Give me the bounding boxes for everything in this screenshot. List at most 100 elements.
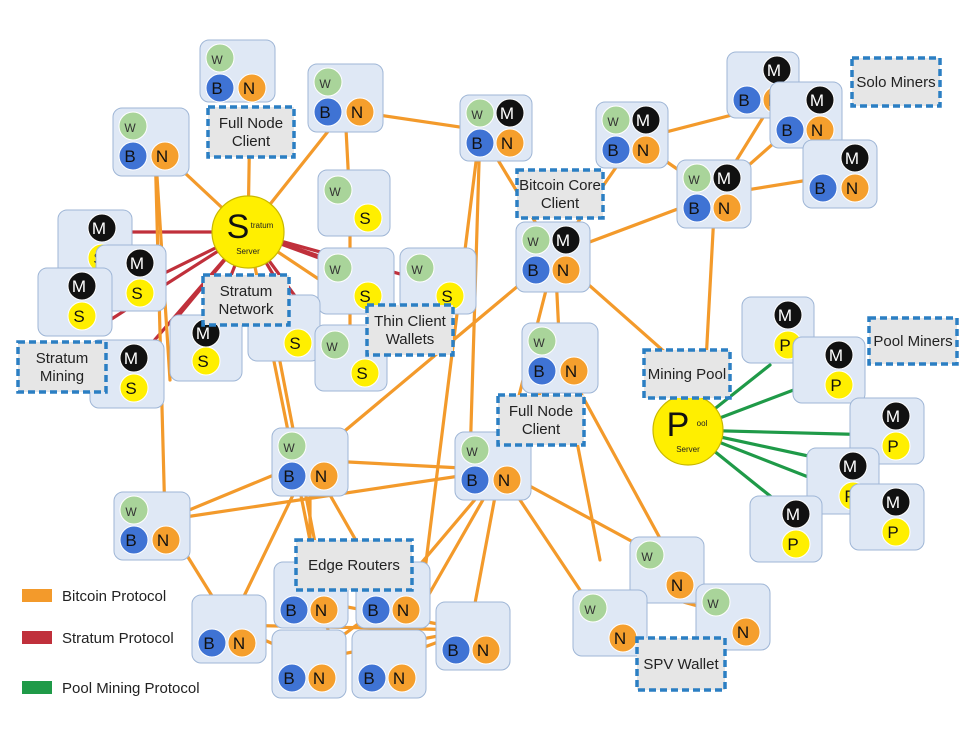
label-text: Mining — [40, 368, 84, 385]
badge-letter: B — [203, 634, 214, 653]
hub-sub: ool — [697, 419, 708, 428]
badge-letter: B — [527, 261, 538, 280]
badge-letter: B — [533, 362, 544, 381]
spv-wallet-label: SPV Wallet — [635, 636, 727, 692]
wallet-icon: W — [701, 587, 731, 617]
network-routing-icon: N — [559, 356, 589, 386]
badge-letter: N — [233, 634, 245, 653]
miner-icon: M — [881, 401, 911, 431]
badge-letter: B — [283, 669, 294, 688]
connection-line — [418, 128, 482, 612]
network-routing-icon: N — [665, 570, 695, 600]
badge-letter: W — [533, 336, 545, 350]
badge-letter: N — [243, 79, 255, 98]
legend-item: Stratum Protocol — [22, 630, 174, 647]
blockchain-icon: B — [357, 663, 387, 693]
miner-icon: M — [67, 271, 97, 301]
badge-letter: S — [125, 379, 136, 398]
network-node: MP — [849, 483, 925, 551]
mining-pool-label: Mining Pool — [642, 348, 732, 400]
badge-letter: M — [767, 61, 781, 80]
miner-icon: M — [838, 451, 868, 481]
stratum-icon: S — [191, 346, 221, 376]
miner-icon: M — [125, 248, 155, 278]
badge-letter: B — [367, 601, 378, 620]
legend-item: Pool Mining Protocol — [22, 680, 200, 697]
pool-icon: P — [881, 517, 911, 547]
network-node: MS — [89, 339, 165, 409]
network-routing-icon: N — [631, 135, 661, 165]
label-text: Edge Routers — [308, 557, 400, 574]
badge-letter: W — [607, 115, 619, 129]
badge-letter: B — [738, 91, 749, 110]
hub-sub: tratum — [251, 221, 274, 230]
badge-letter: S — [197, 352, 208, 371]
badge-letter: M — [843, 457, 857, 476]
badge-letter: W — [688, 173, 700, 187]
blockchain-icon: B — [527, 356, 557, 386]
badge-letter: B — [607, 141, 618, 160]
badge-letter: B — [447, 641, 458, 660]
badge-letter: W — [471, 108, 483, 122]
badge-letter: N — [811, 121, 823, 140]
blockchain-icon: B — [682, 193, 712, 223]
badge-letter: M — [72, 277, 86, 296]
miner-icon: M — [840, 143, 870, 173]
label-text: Solo Miners — [856, 74, 935, 91]
blockchain-icon: B — [313, 97, 343, 127]
network-node: WS — [317, 169, 391, 237]
blockchain-icon: B — [441, 635, 471, 665]
miner-icon: M — [551, 225, 581, 255]
badge-letter: M — [124, 349, 138, 368]
badge-letter: W — [411, 263, 423, 277]
node-layer: WBNWBNWBNWMBNWMBNMBNMBNMBNWMBNWMBNWSMSMS… — [37, 39, 925, 699]
badge-letter: S — [356, 364, 367, 383]
badge-letter: M — [786, 505, 800, 524]
pool-miners-label: Pool Miners — [867, 316, 959, 366]
blockchain-icon: B — [279, 595, 309, 625]
network-node: MS — [95, 244, 167, 312]
blockchain-icon: B — [775, 115, 805, 145]
badge-letter: S — [359, 287, 370, 306]
miner-icon: M — [824, 340, 854, 370]
wallet-icon: W — [320, 330, 350, 360]
network-node: WB N — [521, 322, 599, 394]
miner-icon: M — [881, 487, 911, 517]
pool-icon: P — [824, 370, 854, 400]
network-routing-icon: N — [309, 595, 339, 625]
legend-swatch — [22, 631, 52, 644]
network-node: MP — [749, 495, 823, 563]
blockchain-icon: B — [205, 73, 235, 103]
network-node: WN — [629, 536, 705, 604]
label-text: Bitcoin Core — [519, 177, 601, 194]
label-text: Wallets — [386, 331, 435, 348]
badge-letter: M — [196, 324, 210, 343]
badge-letter: B — [466, 471, 477, 490]
label-text: Stratum — [220, 283, 273, 300]
badge-letter: B — [285, 601, 296, 620]
network-node: WS — [399, 247, 477, 315]
stratum-icon: S — [119, 373, 149, 403]
network-routing-icon: N — [492, 465, 522, 495]
miner-icon: M — [495, 98, 525, 128]
badge-letter: M — [717, 169, 731, 188]
wallet-icon: W — [460, 435, 490, 465]
badge-letter: N — [501, 134, 513, 153]
blockchain-icon: B — [197, 628, 227, 658]
badge-letter: N — [565, 362, 577, 381]
badge-letter: P — [887, 437, 898, 456]
